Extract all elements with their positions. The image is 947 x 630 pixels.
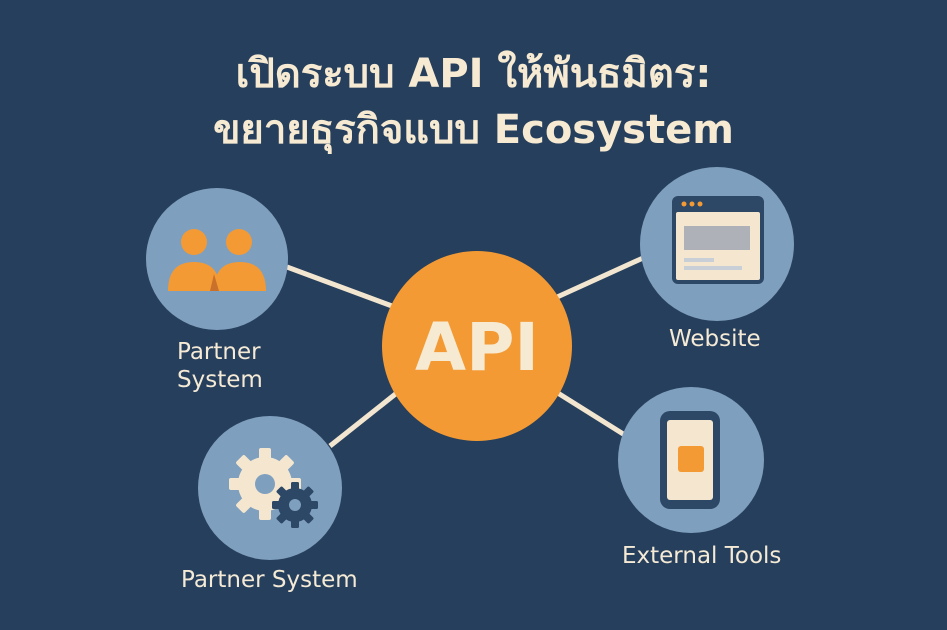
website-label: Website — [669, 326, 761, 352]
node-partner-system-top — [146, 188, 288, 330]
center-api-label: API — [414, 308, 539, 386]
center-api-circle — [382, 251, 572, 441]
connector-top-right — [553, 255, 645, 301]
partner-system-label-line1: Partner — [177, 339, 261, 365]
page-title-line2: ขยายธุรกิจแบบ Ecosystem — [213, 107, 734, 153]
page-title-line1: เปิดระบบ API ให้พันธมิตร: — [235, 51, 712, 97]
mobile-phone-icon — [660, 411, 720, 509]
external-tools-label: External Tools — [622, 543, 782, 569]
browser-window-icon — [672, 196, 764, 284]
connector-bottom-left — [328, 390, 400, 448]
connector-bottom-right — [551, 387, 630, 440]
gears-icon — [229, 448, 318, 528]
people-icon — [168, 229, 266, 291]
partner-system-label-line2: System — [177, 367, 263, 393]
connector-top-left — [286, 264, 393, 309]
partner-system-bottom-label: Partner System — [181, 567, 358, 593]
